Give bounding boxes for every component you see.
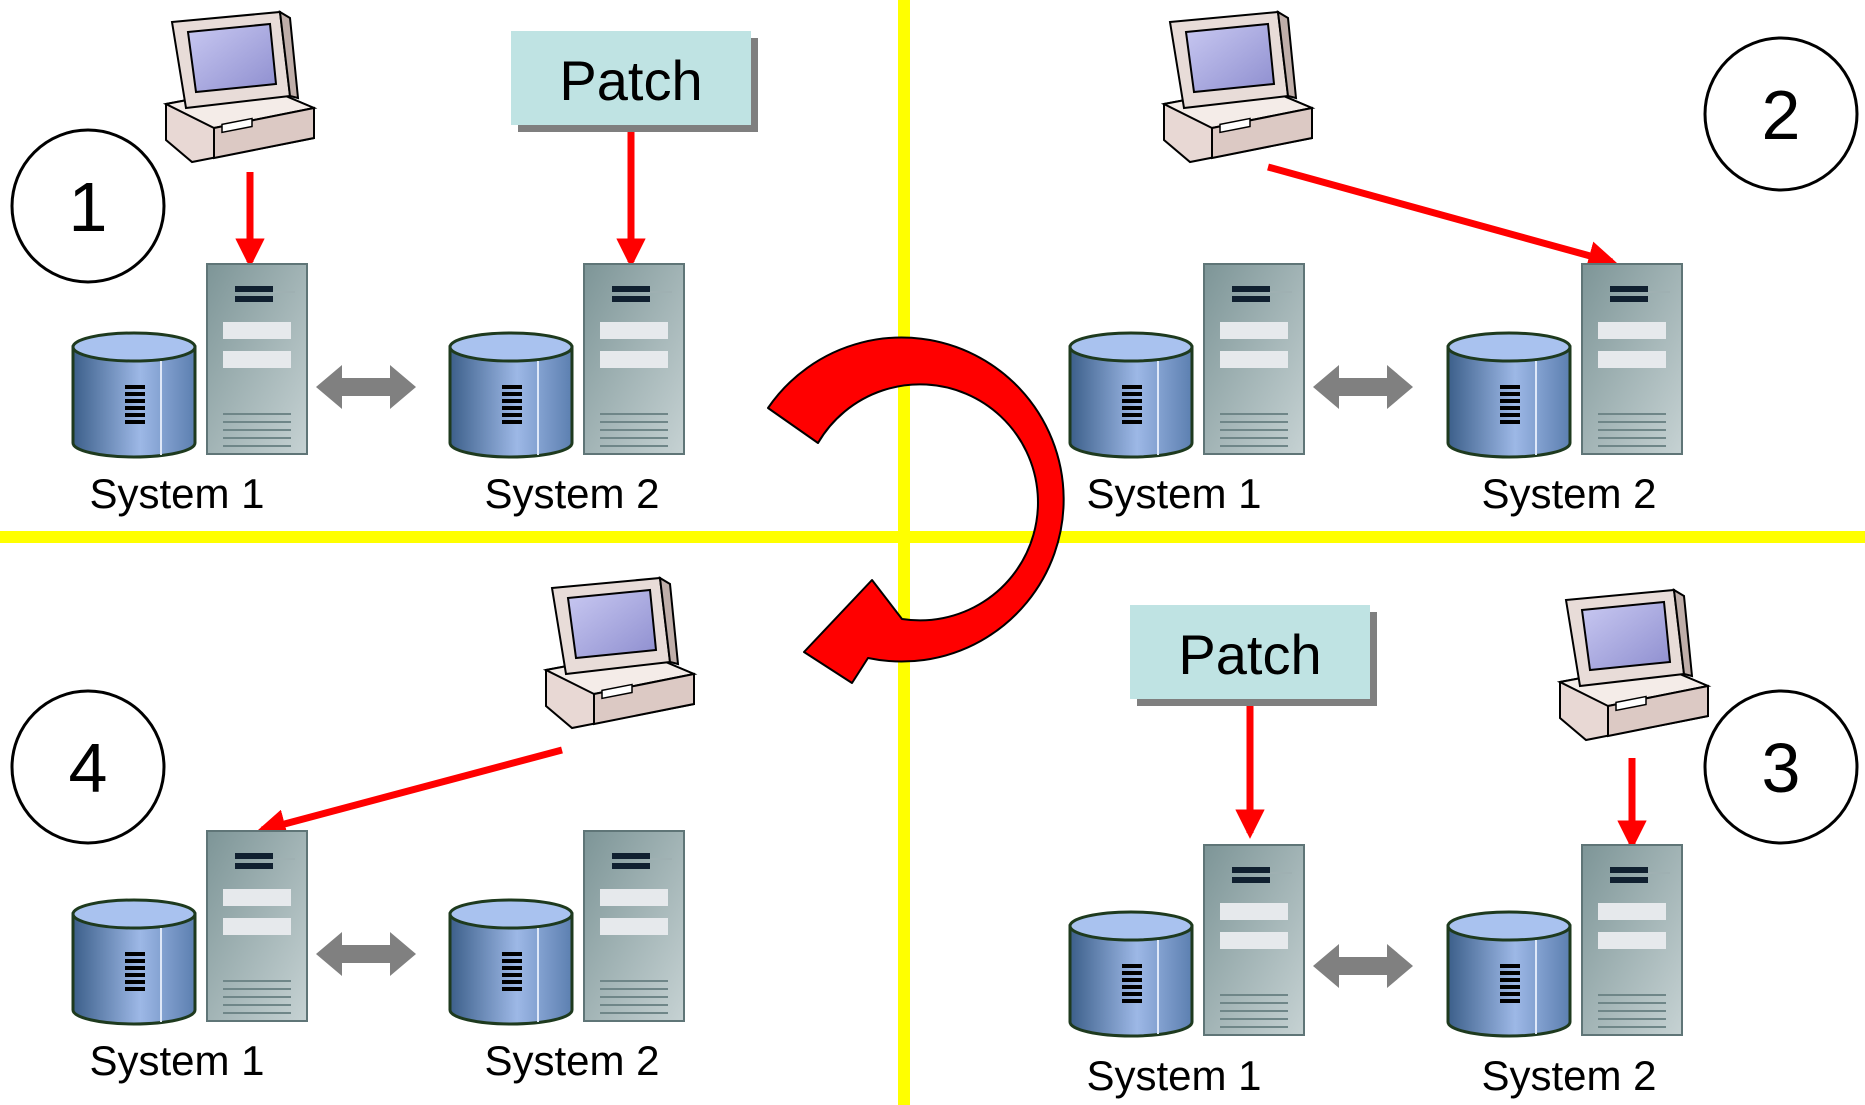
system-label: System 2 — [484, 470, 659, 517]
server-icon — [1581, 263, 1683, 455]
database-icon — [71, 331, 197, 459]
quadrant-1: 1 Patch System 1 System 2 — [10, 11, 758, 517]
step-marker-3: 3 — [1703, 689, 1859, 845]
computer-icon — [545, 577, 695, 729]
sync-arrow — [316, 365, 416, 409]
computer-icon — [1559, 589, 1709, 741]
patch-box: Patch — [511, 31, 758, 132]
computer-icon — [1163, 11, 1313, 163]
step-number: 2 — [1762, 76, 1801, 154]
step-number: 1 — [69, 168, 108, 246]
quadrant-3: 3 Patch System 1 System 2 — [1068, 589, 1859, 1099]
console-arrow — [256, 746, 563, 839]
step-number: 3 — [1762, 729, 1801, 807]
system-label: System 2 — [1481, 1052, 1656, 1099]
database-icon — [448, 331, 574, 459]
system-label: System 2 — [484, 1037, 659, 1084]
system-2: System 2 — [448, 263, 685, 517]
sync-arrow — [1313, 365, 1413, 409]
cycle-arrow-icon — [767, 336, 1065, 684]
step-number: 4 — [69, 729, 108, 807]
database-icon — [1446, 910, 1572, 1038]
system-1: System 1 — [71, 830, 308, 1084]
system-label: System 1 — [89, 1037, 264, 1084]
quadrant-2: 2 System 1 System 2 — [1068, 11, 1859, 517]
database-icon — [71, 898, 197, 1026]
step-marker-4: 4 — [10, 689, 166, 845]
sync-arrow — [316, 932, 416, 976]
database-icon — [448, 898, 574, 1026]
server-icon — [206, 830, 308, 1022]
sync-arrow — [1313, 944, 1413, 988]
database-icon — [1068, 910, 1194, 1038]
system-label: System 1 — [1086, 1052, 1261, 1099]
patch-label: Patch — [1178, 623, 1321, 686]
console-arrow — [1267, 163, 1618, 270]
server-icon — [1203, 844, 1305, 1036]
system-label: System 1 — [1086, 470, 1261, 517]
server-icon — [206, 263, 308, 455]
system-2: System 2 — [448, 830, 685, 1084]
computer-icon — [165, 11, 315, 163]
server-icon — [583, 263, 685, 455]
server-icon — [1203, 263, 1305, 455]
system-2: System 2 — [1446, 844, 1683, 1099]
patch-label: Patch — [559, 49, 702, 112]
system-2: System 2 — [1446, 263, 1683, 517]
system-1: System 1 — [71, 263, 308, 517]
system-label: System 1 — [89, 470, 264, 517]
system-label: System 2 — [1481, 470, 1656, 517]
step-marker-2: 2 — [1703, 36, 1859, 192]
database-icon — [1446, 331, 1572, 459]
patch-box: Patch — [1130, 605, 1377, 706]
system-1: System 1 — [1068, 263, 1305, 517]
server-icon — [583, 830, 685, 1022]
quadrant-4: 4 System 1 System 2 — [10, 577, 695, 1084]
system-1: System 1 — [1068, 844, 1305, 1099]
database-icon — [1068, 331, 1194, 459]
step-marker-1: 1 — [10, 128, 166, 284]
server-icon — [1581, 844, 1683, 1036]
